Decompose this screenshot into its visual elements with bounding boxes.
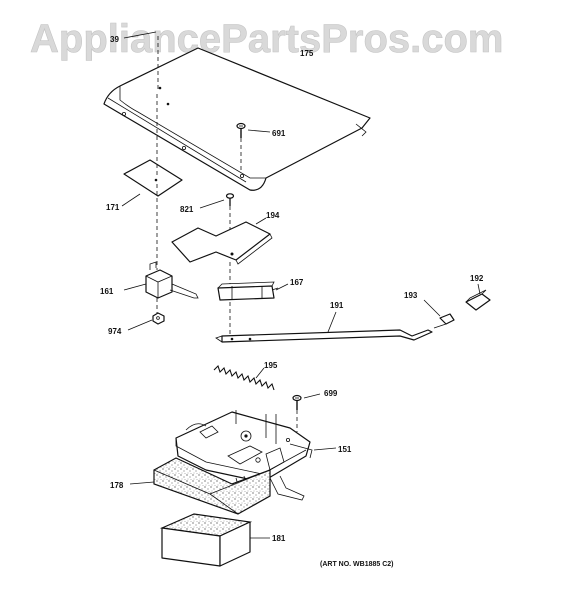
part-974-nut[interactable] (152, 312, 165, 325)
part-178-insulation[interactable] (153, 457, 271, 515)
leader-167 (275, 283, 289, 291)
leader-691 (247, 129, 271, 133)
art-number: (ART NO. WB1885 C2) (320, 561, 394, 568)
leader-171 (121, 193, 141, 207)
leader-974 (127, 319, 153, 331)
callout-181: 181 (272, 534, 286, 543)
leader-39 (123, 31, 157, 39)
leader-193 (423, 299, 441, 317)
callout-195: 195 (264, 361, 278, 370)
part-181-box[interactable] (159, 513, 253, 567)
part-175-cover[interactable] (103, 47, 371, 191)
part-167-clip[interactable] (217, 281, 279, 301)
part-171-pad[interactable] (123, 159, 183, 197)
leader-151 (313, 447, 337, 451)
part-192-knob[interactable] (465, 289, 491, 311)
part-194-bracket[interactable] (171, 221, 273, 265)
leader-699 (303, 393, 321, 399)
callout-178: 178 (110, 481, 124, 490)
part-195-spring[interactable] (213, 364, 275, 391)
callout-151: 151 (338, 445, 352, 454)
callout-171: 171 (106, 203, 120, 212)
callout-194: 194 (266, 211, 280, 220)
leader-178 (129, 481, 155, 485)
part-193-connector[interactable] (433, 313, 455, 329)
leader-192 (477, 283, 481, 295)
watermark-text: AppliancePartsPros.com (30, 17, 504, 61)
leader-194 (255, 217, 267, 225)
callout-191: 191 (330, 301, 344, 310)
part-691-screw[interactable] (236, 122, 246, 139)
callout-175: 175 (300, 49, 314, 58)
part-191-rod[interactable] (215, 329, 433, 343)
callout-699: 699 (324, 389, 338, 398)
leader-191 (327, 311, 337, 333)
callout-39: 39 (110, 35, 119, 44)
part-821-screw[interactable] (225, 193, 235, 206)
part-699-screw[interactable] (292, 394, 302, 411)
callout-821: 821 (180, 205, 194, 214)
callout-167: 167 (290, 278, 304, 287)
part-151-latch-mechanism[interactable] (175, 410, 313, 501)
callout-974: 974 (108, 327, 122, 336)
leader-195 (255, 367, 265, 379)
part-161-switch[interactable] (123, 261, 199, 299)
callout-192: 192 (470, 274, 484, 283)
callout-691: 691 (272, 129, 286, 138)
callout-161: 161 (100, 287, 114, 296)
callout-193: 193 (404, 291, 418, 300)
leader-821 (199, 199, 225, 209)
